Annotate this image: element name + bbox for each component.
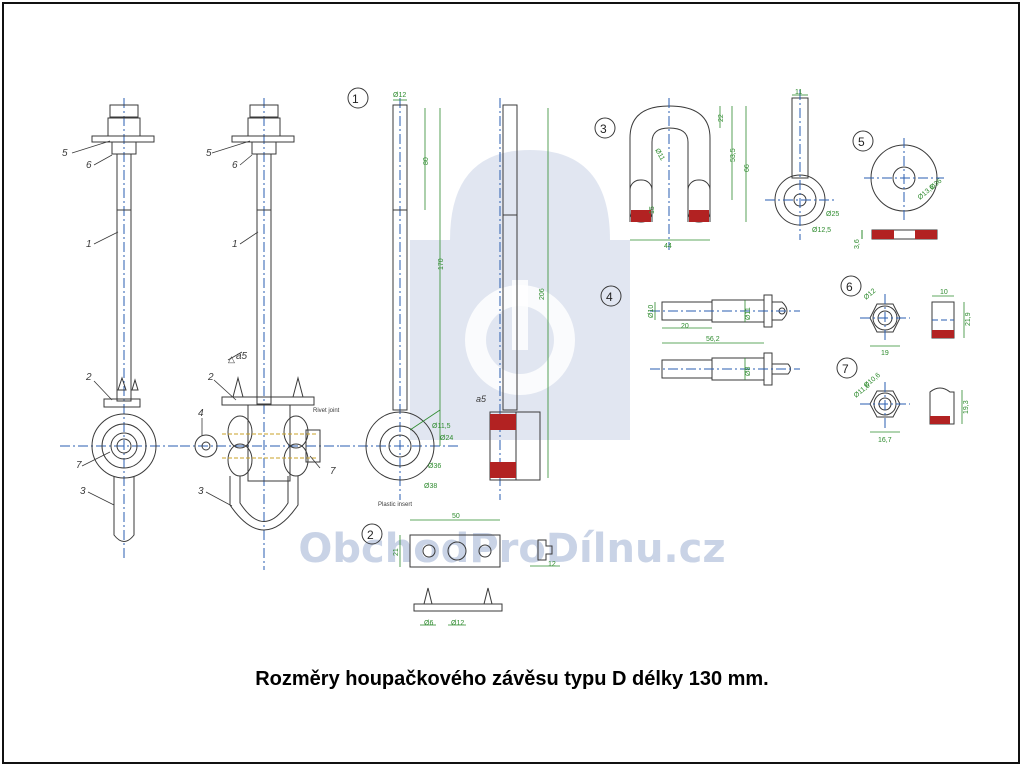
dim-shackle-44: 44	[664, 243, 672, 250]
dim-nut-10: 10	[940, 289, 948, 296]
part-number-6: 6	[846, 280, 853, 294]
callout-7-b: 7	[330, 466, 336, 477]
assembly-front-view	[60, 98, 180, 560]
watermark-text: ObchodProDílnu.cz	[298, 526, 725, 572]
part-6-dimensions	[870, 295, 965, 347]
dim-rod-206: 206	[539, 288, 546, 300]
part-3-dimensions	[630, 94, 808, 241]
dim-rod-dia: Ø12	[393, 92, 406, 99]
part-7-section-hatch	[930, 416, 950, 424]
callout-5-b: 5	[206, 148, 212, 159]
dim-ring-36: Ø36	[428, 463, 441, 470]
part-6-section-hatch	[932, 330, 954, 338]
part-1-rod	[340, 87, 541, 500]
plastic-note: Plastic insert	[378, 502, 412, 508]
dim-plate-d6: Ø6	[424, 620, 433, 627]
dim-washer-36t: 3,6	[854, 239, 861, 249]
part-number-4: 4	[606, 290, 613, 304]
callout-5-a: 5	[62, 148, 68, 159]
dim-nut-12: Ø12	[863, 288, 878, 302]
dim-shackle-66: 66	[744, 164, 751, 172]
svg-text:△: △	[228, 354, 235, 364]
part-number-2: 2	[367, 528, 374, 542]
part-number-7: 7	[842, 362, 849, 376]
dim-plate-21: 21	[393, 548, 400, 556]
dim-shackle-125: Ø12,5	[812, 227, 831, 234]
callout-3-b: 3	[198, 486, 204, 497]
drawing-caption: Rozměry houpačkového závěsu typu D délky…	[255, 668, 769, 690]
callout-3-a: 3	[80, 486, 86, 497]
dim-plate-12: 12	[548, 561, 556, 568]
dim-shackle-53: 53,5	[730, 148, 737, 162]
part-4-pin	[600, 285, 800, 386]
dim-lnut-193: 19,3	[963, 400, 970, 414]
part-3-section-hatch	[631, 210, 709, 222]
dim-ring-115: Ø11,5	[432, 423, 451, 430]
dim-shackle-11: Ø11	[653, 148, 665, 163]
callout-4-b: 4	[198, 408, 204, 419]
part-2-plate	[361, 523, 553, 612]
dim-plate-50: 50	[452, 513, 460, 520]
dim-rod-80: 80	[423, 157, 430, 165]
dim-rod-170: 170	[438, 258, 445, 270]
part-number-3: 3	[600, 122, 607, 136]
callout-7-a: 7	[76, 460, 82, 471]
part-number-5: 5	[858, 135, 865, 149]
watermark-logo	[410, 150, 630, 440]
part-1-section-hatch	[490, 414, 516, 478]
dim-lnut-167: 16,7	[878, 437, 892, 444]
part-2-dimensions	[399, 519, 560, 626]
part-7-dimensions	[870, 390, 963, 433]
part-7-locknut	[836, 357, 955, 428]
callouts	[71, 140, 321, 507]
dim-shackle-top: 11	[795, 89, 802, 96]
dim-ring-24: Ø24	[440, 435, 453, 442]
dim-shackle-22: 22	[718, 114, 725, 122]
dim-ring-38: Ø38	[424, 483, 437, 490]
part-1-dimensions	[393, 99, 549, 478]
dim-plate-d12: Ø12	[451, 620, 464, 627]
part-5-section-hatch	[872, 230, 937, 239]
callout-1-b: 1	[232, 239, 238, 250]
dim-nut-19: 19	[881, 350, 889, 357]
dim-shackle-15: 15	[649, 206, 656, 214]
dim-nut-219: 21,9	[965, 312, 972, 326]
assembly-side-view: △	[180, 98, 340, 570]
rivet-note: Rivet joint	[313, 408, 340, 414]
dim-washer-36: Ø36	[929, 178, 944, 192]
weld-symbol-1: a5	[476, 394, 487, 404]
callout-6-a: 6	[86, 160, 92, 171]
callout-2-b: 2	[207, 372, 214, 383]
callout-1-a: 1	[86, 239, 92, 250]
part-4-dimensions	[654, 300, 764, 380]
part-number-1: 1	[352, 92, 359, 106]
part-3-shackle	[594, 90, 835, 250]
dim-pin-20: 20	[681, 323, 689, 330]
dim-shackle-25: Ø25	[826, 211, 839, 218]
dim-pin-8: Ø8	[745, 367, 752, 376]
callout-2-a: 2	[85, 372, 92, 383]
dim-pin-10: Ø10	[648, 305, 655, 318]
weld-symbol-b: a5	[236, 351, 248, 362]
dim-pin-11: Ø11	[745, 307, 752, 320]
dim-pin-56: 56,2	[706, 336, 720, 343]
callout-6-b: 6	[232, 160, 238, 171]
